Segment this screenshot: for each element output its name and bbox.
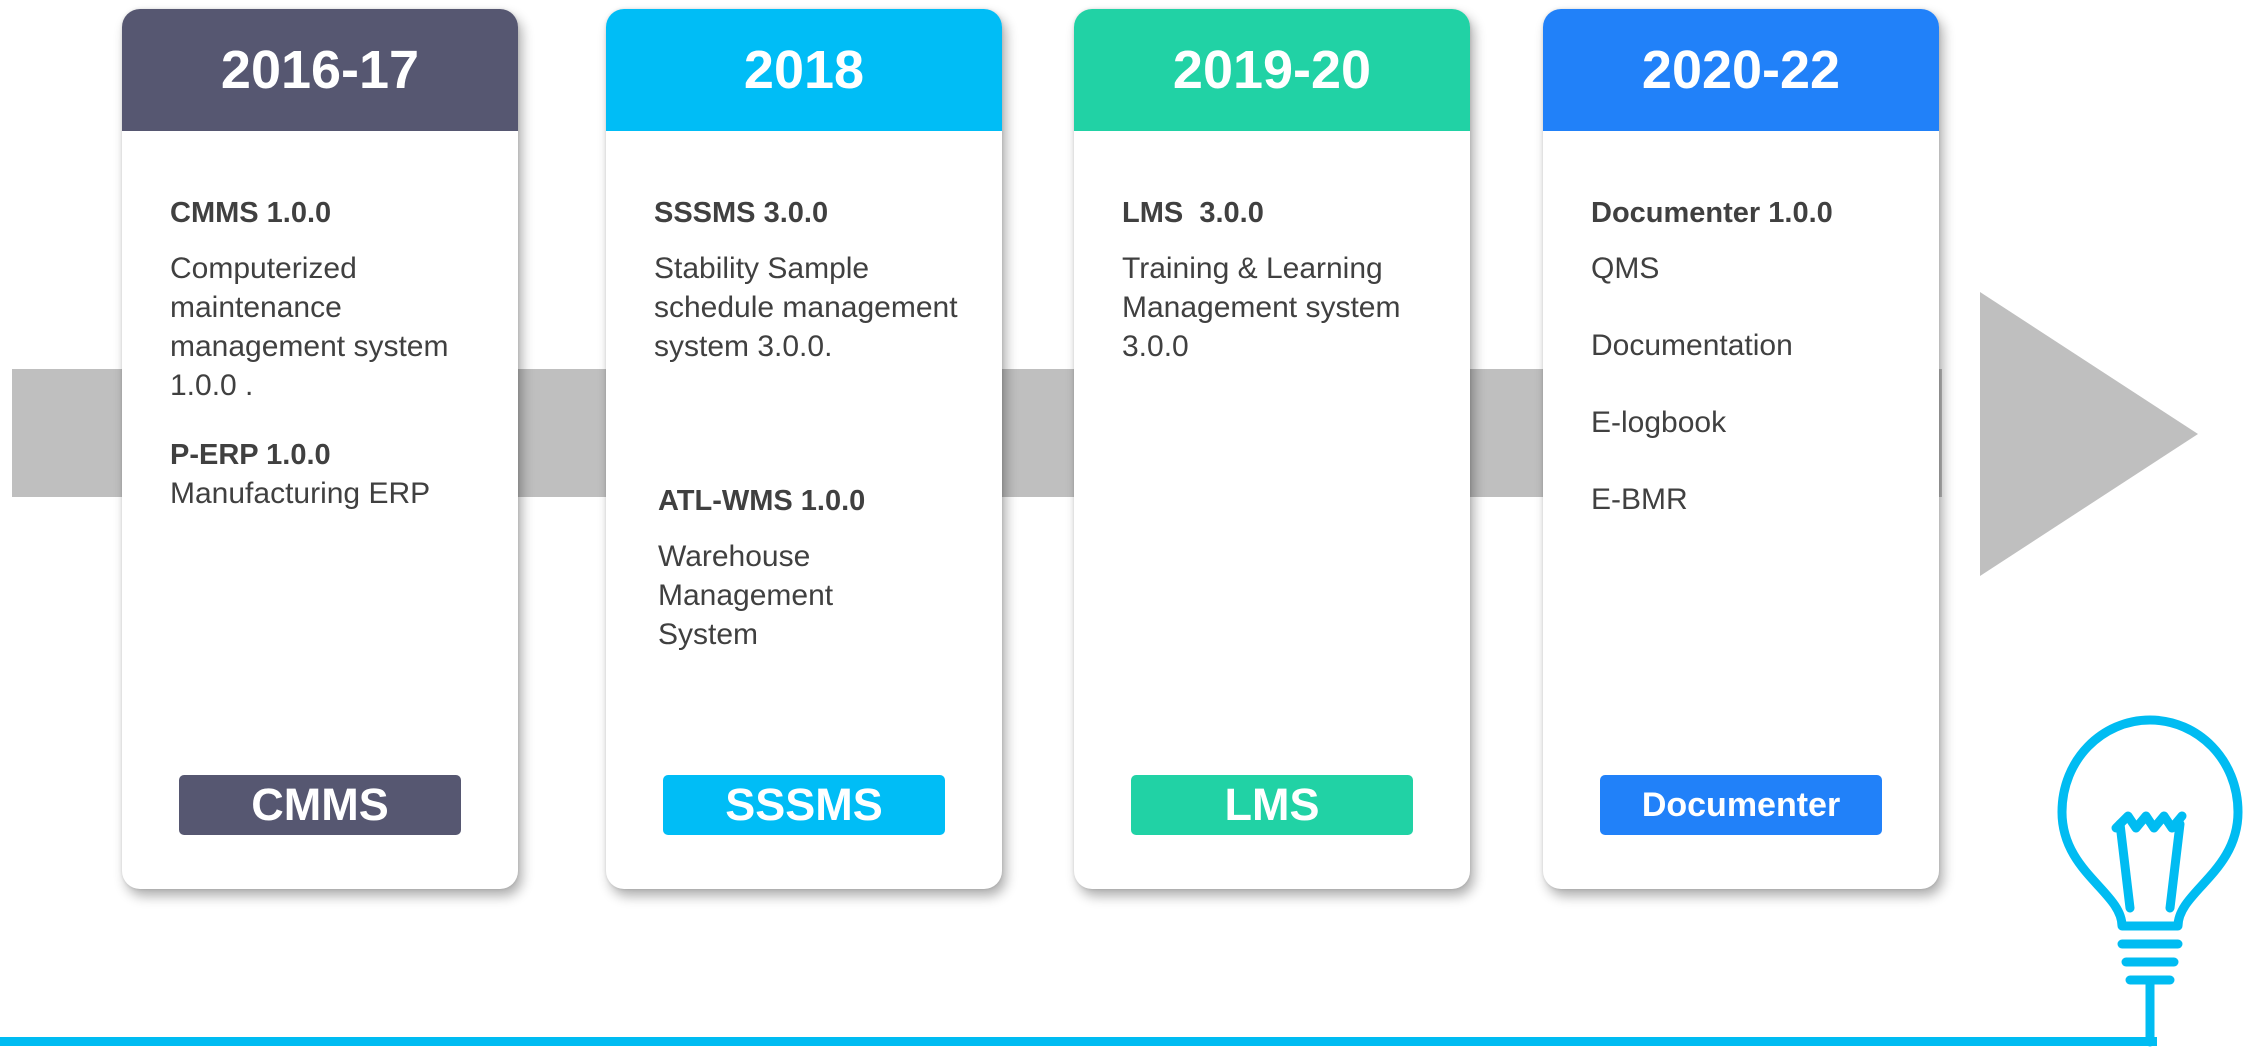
card-year-header: 2019-20 xyxy=(1074,9,1470,131)
lightbulb-icon xyxy=(2057,715,2243,1047)
timeline-card-2018: 2018 SSSMS 3.0.0 Stability Sample schedu… xyxy=(606,9,1002,889)
card-item-description: Documentation xyxy=(1591,329,1793,362)
card-badge-label: LMS xyxy=(1224,779,1320,830)
card-item-title: P-ERP 1.0.0 xyxy=(170,439,331,471)
card-year: 2016-17 xyxy=(220,40,420,100)
card-year: 2020-22 xyxy=(1641,40,1841,100)
card-badge: SSSMS xyxy=(663,775,945,835)
card-year-header: 2018 xyxy=(606,9,1002,131)
right-arrow-icon xyxy=(1980,292,2198,576)
card-year-header: 2016-17 xyxy=(122,9,518,131)
timeline-base-line xyxy=(0,1037,2157,1046)
card-badge: LMS xyxy=(1131,775,1413,835)
card-item-description: Computerized maintenance management syst… xyxy=(170,252,449,402)
timeline-card-2019-20: 2019-20 LMS 3.0.0 Training & Learning Ma… xyxy=(1074,9,1470,889)
card-item-description: Warehouse Management System xyxy=(658,540,834,651)
card-item-title: CMMS 1.0.0 xyxy=(170,197,332,229)
timeline-card-2016-17: 2016-17 CMMS 1.0.0 Computerized maintena… xyxy=(122,9,518,889)
card-item-description: E-logbook xyxy=(1591,406,1727,439)
card-badge-label: CMMS xyxy=(251,779,389,830)
card-badge-label: SSSMS xyxy=(725,779,883,830)
card-item-description: Manufacturing ERP xyxy=(170,477,431,510)
card-item-title: ATL-WMS 1.0.0 xyxy=(658,485,866,517)
card-badge: CMMS xyxy=(179,775,461,835)
card-body: LMS 3.0.0 Training & Learning Management… xyxy=(1074,131,1470,889)
card-item-description: E-BMR xyxy=(1591,483,1688,516)
card-badge-label: Documenter xyxy=(1641,785,1841,824)
card-item-description: QMS xyxy=(1591,252,1660,285)
timeline-card-2020-22: 2020-22 Documenter 1.0.0 QMS Documentati… xyxy=(1543,9,1939,889)
card-year: 2018 xyxy=(743,40,865,100)
card-item-title: LMS 3.0.0 xyxy=(1122,197,1264,229)
card-body: Documenter 1.0.0 QMS Documentation E-log… xyxy=(1543,131,1939,889)
card-year-header: 2020-22 xyxy=(1543,9,1939,131)
card-body: SSSMS 3.0.0 Stability Sample schedule ma… xyxy=(606,131,1002,889)
card-item-title: Documenter 1.0.0 xyxy=(1591,197,1833,229)
card-item-description: Stability Sample schedule management sys… xyxy=(654,252,958,363)
card-body: CMMS 1.0.0 Computerized maintenance mana… xyxy=(122,131,518,889)
card-item-title: SSSMS 3.0.0 xyxy=(654,197,829,229)
card-badge: Documenter xyxy=(1600,775,1882,835)
card-year: 2019-20 xyxy=(1172,40,1372,100)
card-item-description: Training & Learning Management system 3.… xyxy=(1122,252,1401,363)
